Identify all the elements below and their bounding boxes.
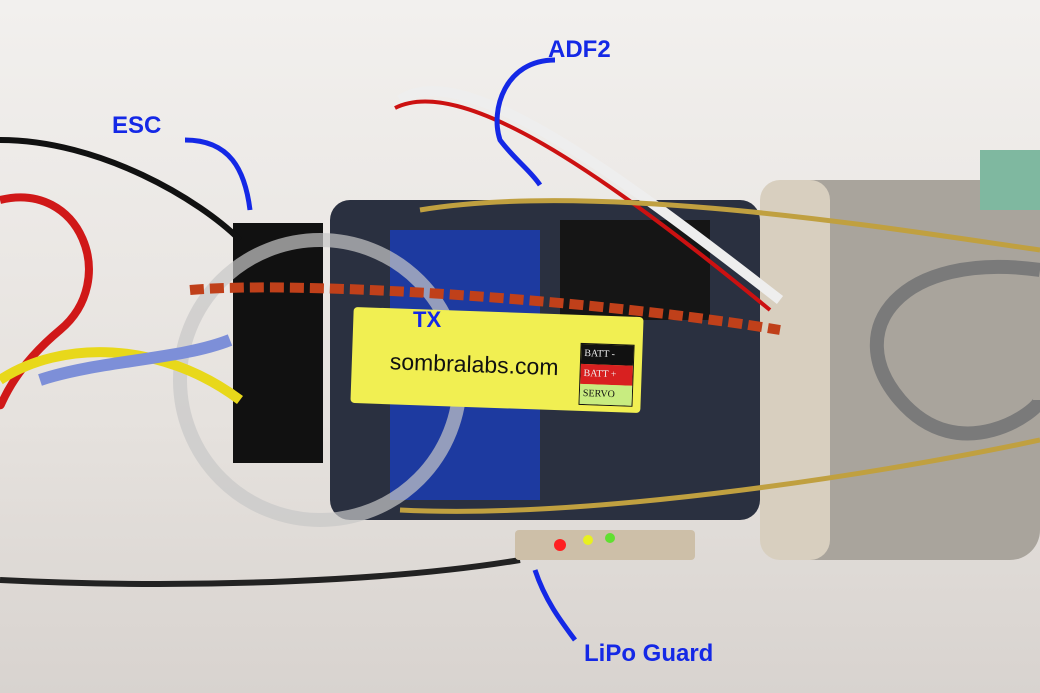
servo-black (560, 220, 710, 320)
wire-red-loop (394, 99, 772, 312)
batt-plus: BATT + (580, 363, 633, 386)
arrow-esc (184, 137, 253, 211)
wire-bottom (0, 557, 521, 587)
tx-label-sticker: sombralabs.com BATT - BATT + SERVO (350, 306, 644, 414)
wire-white-loop (397, 86, 784, 304)
gray-loop (869, 259, 1040, 441)
site-text: sombralabs.com (389, 348, 559, 381)
esc-annotation: ESC (112, 112, 162, 139)
brass-rod (419, 198, 1040, 253)
wire-black (0, 137, 243, 243)
servo: SERVO (579, 383, 633, 406)
lipo-guard-board (515, 530, 695, 560)
wire-yellow (0, 347, 243, 405)
led-red (554, 539, 566, 551)
motor-cap (760, 180, 830, 560)
led-green (605, 533, 615, 543)
wire-twisted (189, 282, 781, 335)
pin-legend: BATT - BATT + SERVO (578, 342, 635, 407)
green-part (980, 150, 1040, 210)
lipo-guard-annotation: LiPo Guard (584, 640, 714, 667)
wire-blue (38, 334, 233, 386)
arrow-lipo (532, 569, 578, 642)
led-yellow (583, 535, 593, 545)
wire-red (0, 193, 93, 410)
arrow-adf2 (494, 57, 556, 187)
tx-annotation: TX (413, 307, 442, 332)
batt-minus: BATT - (580, 343, 634, 366)
brass-rod-2 (399, 437, 1040, 514)
adf2-annotation: ADF2 (548, 36, 611, 63)
